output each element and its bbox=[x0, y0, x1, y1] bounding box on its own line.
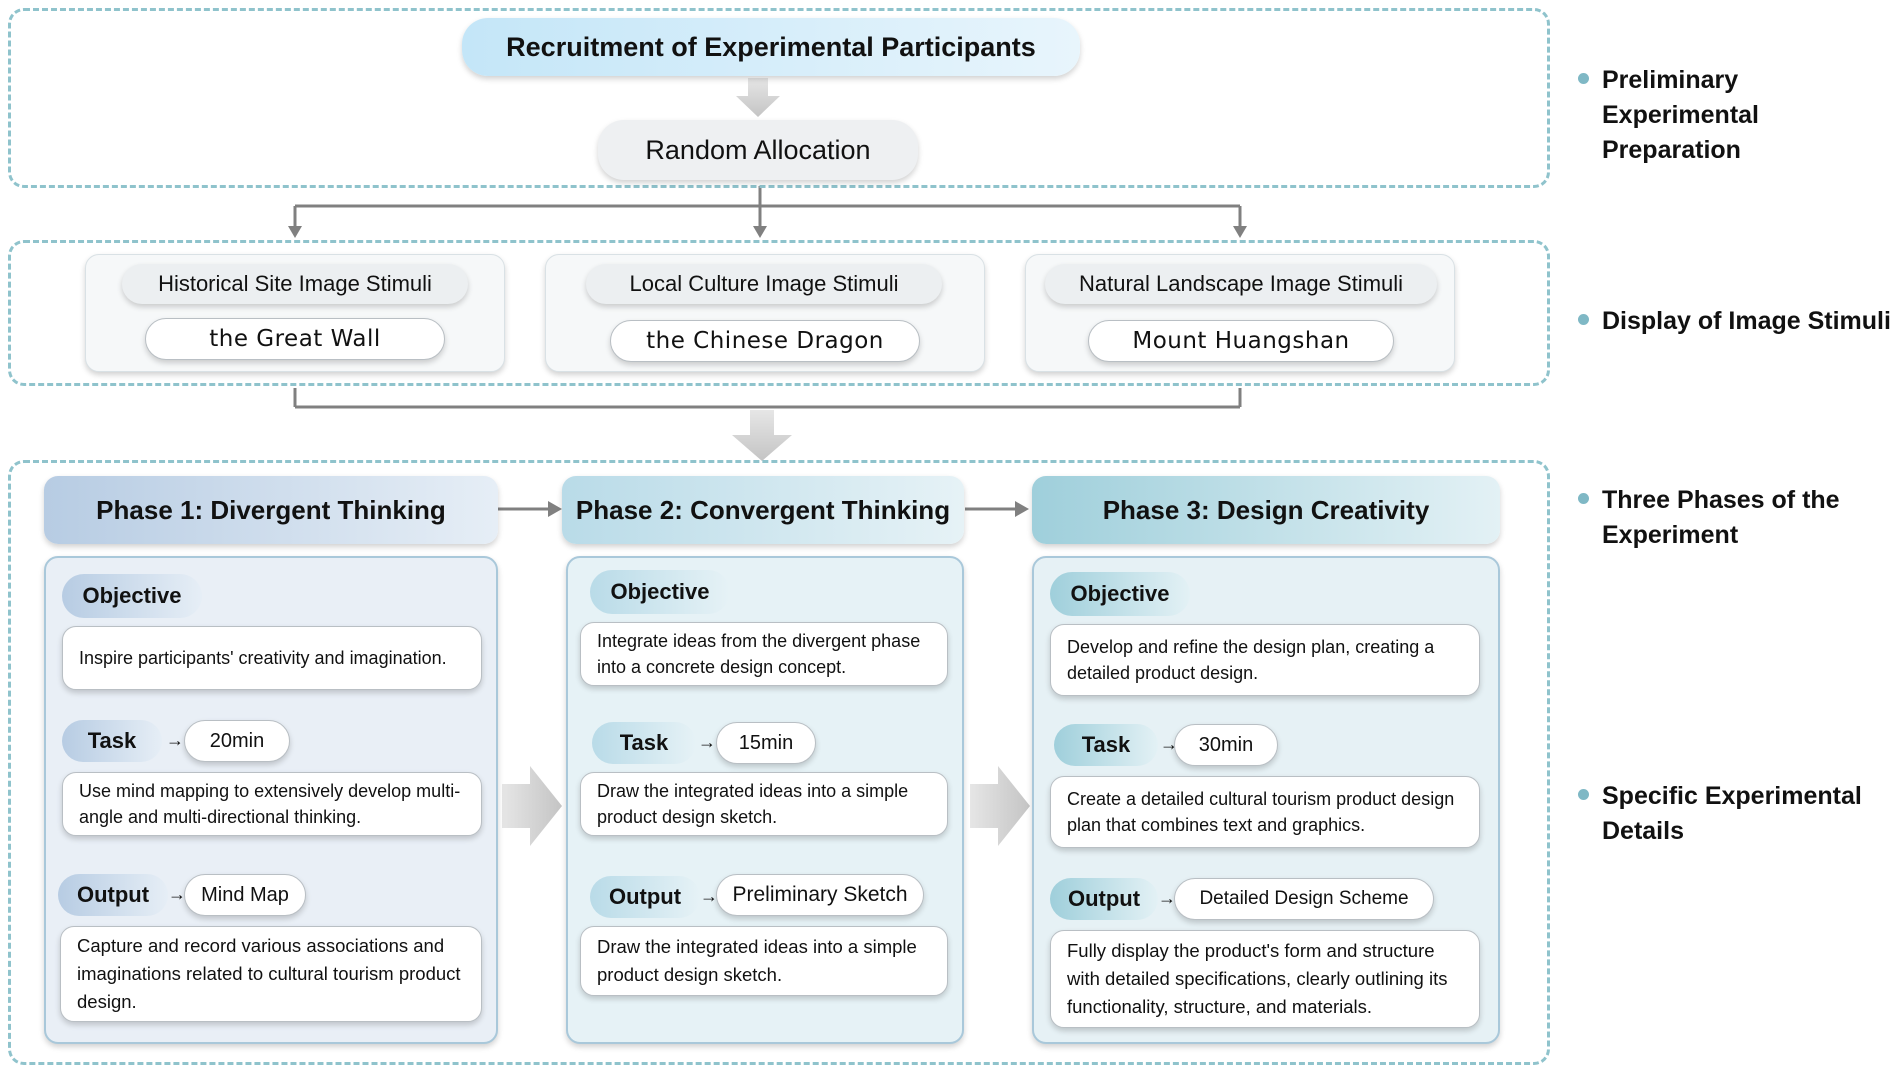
stimulus-label: Historical Site Image Stimuli bbox=[122, 264, 468, 304]
side-label-details: Specific Experimental Details bbox=[1602, 782, 1862, 845]
stimulus-label: Local Culture Image Stimuli bbox=[586, 264, 942, 304]
down-arrow-1 bbox=[736, 78, 780, 117]
output-tag: Output bbox=[590, 876, 700, 918]
side-label-phases: Three Phases of the Experiment bbox=[1602, 486, 1840, 549]
bullet-dot bbox=[1578, 314, 1589, 325]
objective-tag: Objective bbox=[1050, 572, 1190, 616]
arrow-icon: → bbox=[168, 884, 186, 904]
output-text: Capture and record various associations … bbox=[60, 926, 482, 1022]
output-text: Fully display the product's form and str… bbox=[1050, 930, 1480, 1028]
stimulus-example: the Great Wall bbox=[145, 318, 445, 360]
side-label-stimuli: Display of Image Stimuli bbox=[1602, 307, 1891, 335]
output-name: Mind Map bbox=[184, 874, 306, 916]
task-text: Draw the integrated ideas into a simple … bbox=[580, 772, 948, 836]
split-lines bbox=[293, 186, 1242, 228]
phases-section bbox=[8, 460, 1550, 1065]
objective-tag: Objective bbox=[590, 570, 730, 614]
right-arrow-2 bbox=[970, 766, 1030, 846]
task-time: 20min bbox=[184, 720, 290, 762]
right-arrow-1 bbox=[502, 766, 562, 846]
arrow-icon: → bbox=[166, 730, 184, 750]
task-time: 15min bbox=[716, 722, 816, 764]
output-name: Preliminary Sketch bbox=[716, 874, 924, 916]
bullet-dot bbox=[1578, 73, 1589, 84]
output-text: Draw the integrated ideas into a simple … bbox=[580, 926, 948, 996]
objective-text: Inspire participants' creativity and ima… bbox=[62, 626, 482, 690]
output-tag: Output bbox=[1050, 878, 1158, 920]
arrow-icon: → bbox=[700, 886, 718, 906]
objective-text: Develop and refine the design plan, crea… bbox=[1050, 624, 1480, 696]
arrow-icon: → bbox=[1160, 734, 1178, 754]
stimuli-section bbox=[8, 240, 1550, 386]
stimulus-example: Mount Huangshan bbox=[1088, 320, 1394, 362]
join-lines bbox=[293, 388, 1242, 409]
output-name: Detailed Design Scheme bbox=[1174, 878, 1434, 920]
task-text: Use mind mapping to extensively develop … bbox=[62, 772, 482, 836]
task-tag: Task bbox=[592, 722, 696, 764]
output-tag: Output bbox=[58, 874, 168, 916]
task-tag: Task bbox=[1054, 724, 1158, 766]
objective-tag: Objective bbox=[62, 574, 202, 618]
task-time: 30min bbox=[1174, 724, 1278, 766]
preparation-section bbox=[8, 8, 1550, 188]
task-text: Create a detailed cultural tourism produ… bbox=[1050, 776, 1480, 848]
bullet-dot bbox=[1578, 789, 1589, 800]
task-tag: Task bbox=[62, 720, 162, 762]
phase-1-header: Phase 1: Divergent Thinking bbox=[44, 476, 498, 544]
recruitment-box: Recruitment of Experimental Participants bbox=[462, 18, 1080, 76]
bullet-dot bbox=[1578, 493, 1589, 504]
down-arrow-2 bbox=[732, 410, 792, 461]
stimulus-label: Natural Landscape Image Stimuli bbox=[1045, 264, 1437, 304]
random-allocation-box: Random Allocation bbox=[598, 120, 918, 180]
side-label-preparation: Preliminary Experimental Preparation bbox=[1602, 66, 1760, 164]
phase-2-header: Phase 2: Convergent Thinking bbox=[562, 476, 964, 544]
objective-text: Integrate ideas from the divergent phase… bbox=[580, 622, 948, 686]
phase-3-header: Phase 3: Design Creativity bbox=[1032, 476, 1500, 544]
arrow-icon: → bbox=[1158, 888, 1176, 908]
arrow-icon: → bbox=[698, 732, 716, 752]
stimulus-example: the Chinese Dragon bbox=[610, 320, 920, 362]
